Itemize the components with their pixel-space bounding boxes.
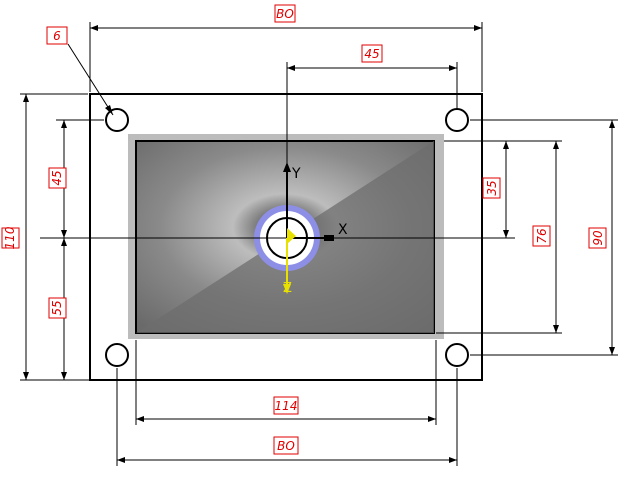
dim-bottom-inner: 114 <box>275 399 298 413</box>
hole-leader <box>67 43 114 116</box>
hole-top-right <box>445 108 469 132</box>
arrow <box>61 372 67 380</box>
arrow <box>23 94 29 102</box>
y-axis-arrow <box>283 162 291 172</box>
hole-bottom-left <box>105 343 129 367</box>
dim-box <box>1 227 20 249</box>
dim-box <box>588 227 607 249</box>
dim-box <box>361 44 383 63</box>
arrow <box>503 230 509 238</box>
dim-bottom-outer: BO <box>277 439 295 453</box>
arrow <box>61 238 67 246</box>
arrow <box>428 416 436 422</box>
dim-top-offset: 45 <box>364 47 379 61</box>
dim-box <box>48 297 67 319</box>
dim-right-mid: 76 <box>535 228 549 244</box>
arrow <box>609 120 615 128</box>
dim-right-small: 35 <box>485 180 499 195</box>
arrow <box>474 25 482 31</box>
origin-marker <box>287 228 296 244</box>
arrow <box>609 347 615 355</box>
arrow <box>449 65 457 71</box>
x-axis-marker <box>324 235 334 241</box>
dim-box <box>48 167 67 189</box>
dim-right-outer: 90 <box>591 230 605 246</box>
arrow <box>105 105 113 115</box>
hole-bottom-right <box>445 343 469 367</box>
z-axis-arrow <box>283 284 291 294</box>
arrow <box>61 120 67 128</box>
dim-box <box>273 436 299 455</box>
x-axis-label: X <box>338 222 348 238</box>
dim-box <box>273 396 299 415</box>
arrow <box>90 25 98 31</box>
dim-box <box>532 225 551 247</box>
arrow <box>449 457 457 463</box>
dim-box <box>46 26 68 45</box>
dim-left-upper: 45 <box>50 170 64 185</box>
arrow <box>287 65 295 71</box>
dim-box <box>274 4 296 23</box>
dim-hole-dia: 6 <box>53 29 61 43</box>
y-axis-label: Y <box>291 166 301 182</box>
arrow <box>23 372 29 380</box>
dim-top-overall: BO <box>276 7 294 21</box>
dim-left-lower: 55 <box>50 300 64 315</box>
z-axis-label: Z <box>283 281 292 296</box>
arrow <box>117 457 125 463</box>
hole-top-left <box>105 108 129 132</box>
arrow <box>61 230 67 238</box>
arrow <box>553 141 559 149</box>
arrow <box>553 325 559 333</box>
dim-box <box>482 177 501 199</box>
arrow <box>136 416 144 422</box>
arrow <box>503 141 509 149</box>
dim-left-overall: 110 <box>3 226 17 249</box>
